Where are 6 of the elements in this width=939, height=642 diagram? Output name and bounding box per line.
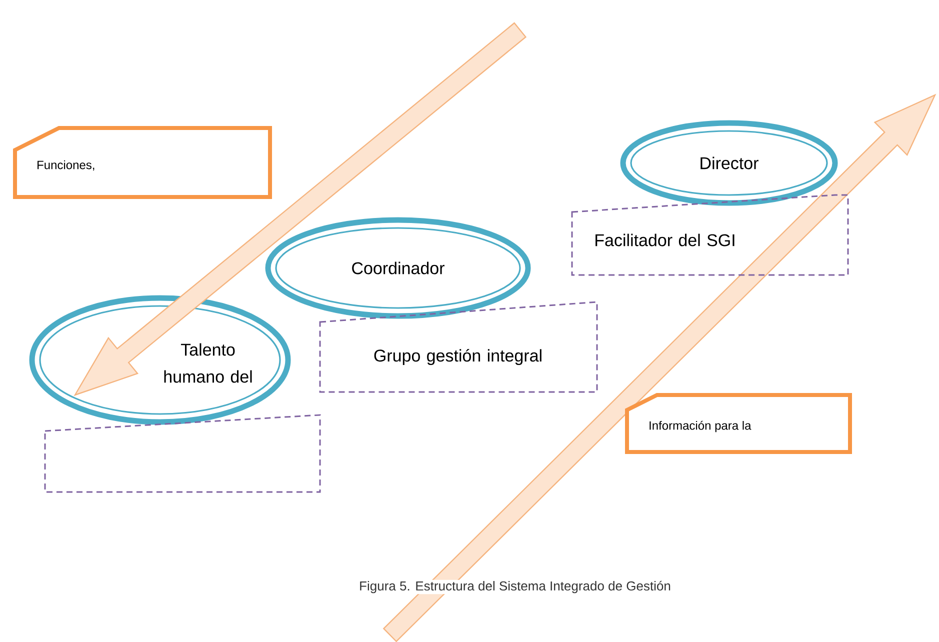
caption: Figura 5. Estructura del Sistema Integrado de Gestión (358, 580, 672, 594)
dashed-box: Facilitador del SGI (571, 194, 849, 276)
callout-box: Información para la (625, 393, 852, 454)
dashed-box: Grupo gestión integral (319, 301, 598, 393)
dashed-box (44, 414, 321, 493)
callout-box: Funciones, (13, 126, 272, 199)
